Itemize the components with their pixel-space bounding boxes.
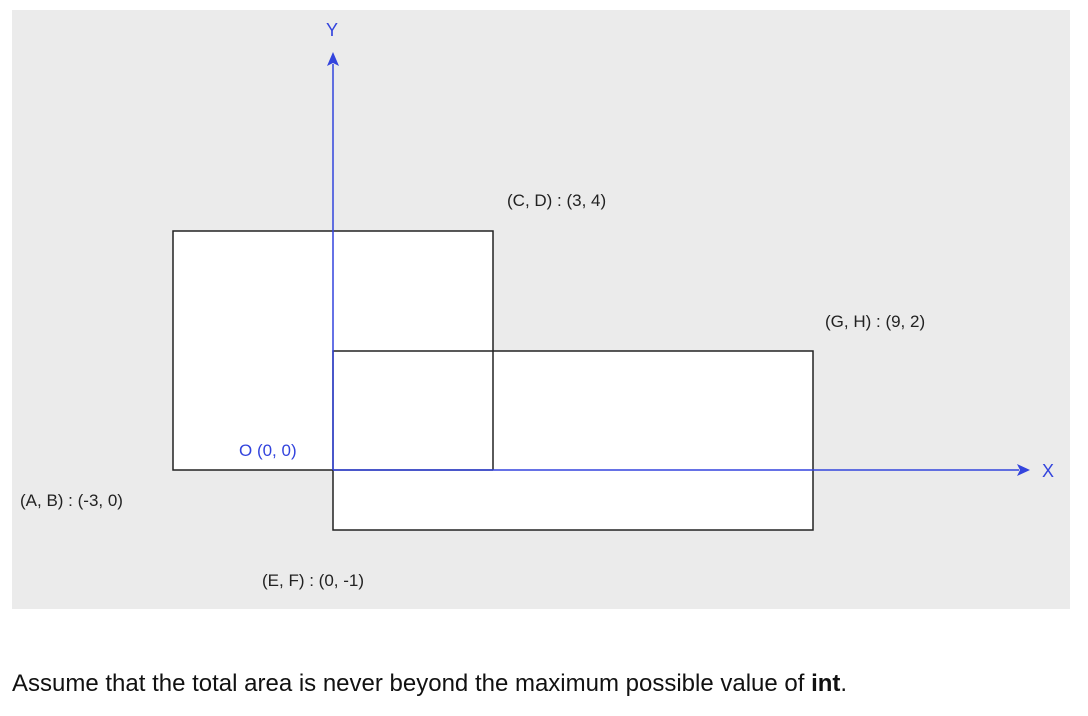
caption-suffix: .	[840, 670, 848, 697]
point-gh-label: (G, H) : (9, 2)	[825, 312, 925, 331]
diagram-canvas: Y X O (0, 0) (A, B) : (-3, 0) (C, D) : (…	[20, 20, 1054, 590]
caption-main: Assume that the total area is never beyo…	[12, 670, 812, 697]
rectangle-two	[332, 350, 814, 531]
x-axis-arrowhead-icon	[1017, 464, 1030, 476]
y-axis-arrowhead-icon	[327, 52, 339, 66]
origin-label: O (0, 0)	[239, 441, 297, 460]
point-cd-label: (C, D) : (3, 4)	[507, 191, 606, 210]
point-ef-label: (E, F) : (0, -1)	[262, 571, 364, 590]
caption-text: Assume that the total area is never beyo…	[12, 670, 847, 698]
rectangle-area-diagram: Y X O (0, 0) (A, B) : (-3, 0) (C, D) : (…	[12, 10, 1070, 609]
point-ab-label: (A, B) : (-3, 0)	[20, 491, 123, 510]
y-axis-label: Y	[326, 20, 338, 40]
caption-bold-keyword: int	[811, 670, 841, 697]
x-axis-label: X	[1042, 461, 1054, 481]
